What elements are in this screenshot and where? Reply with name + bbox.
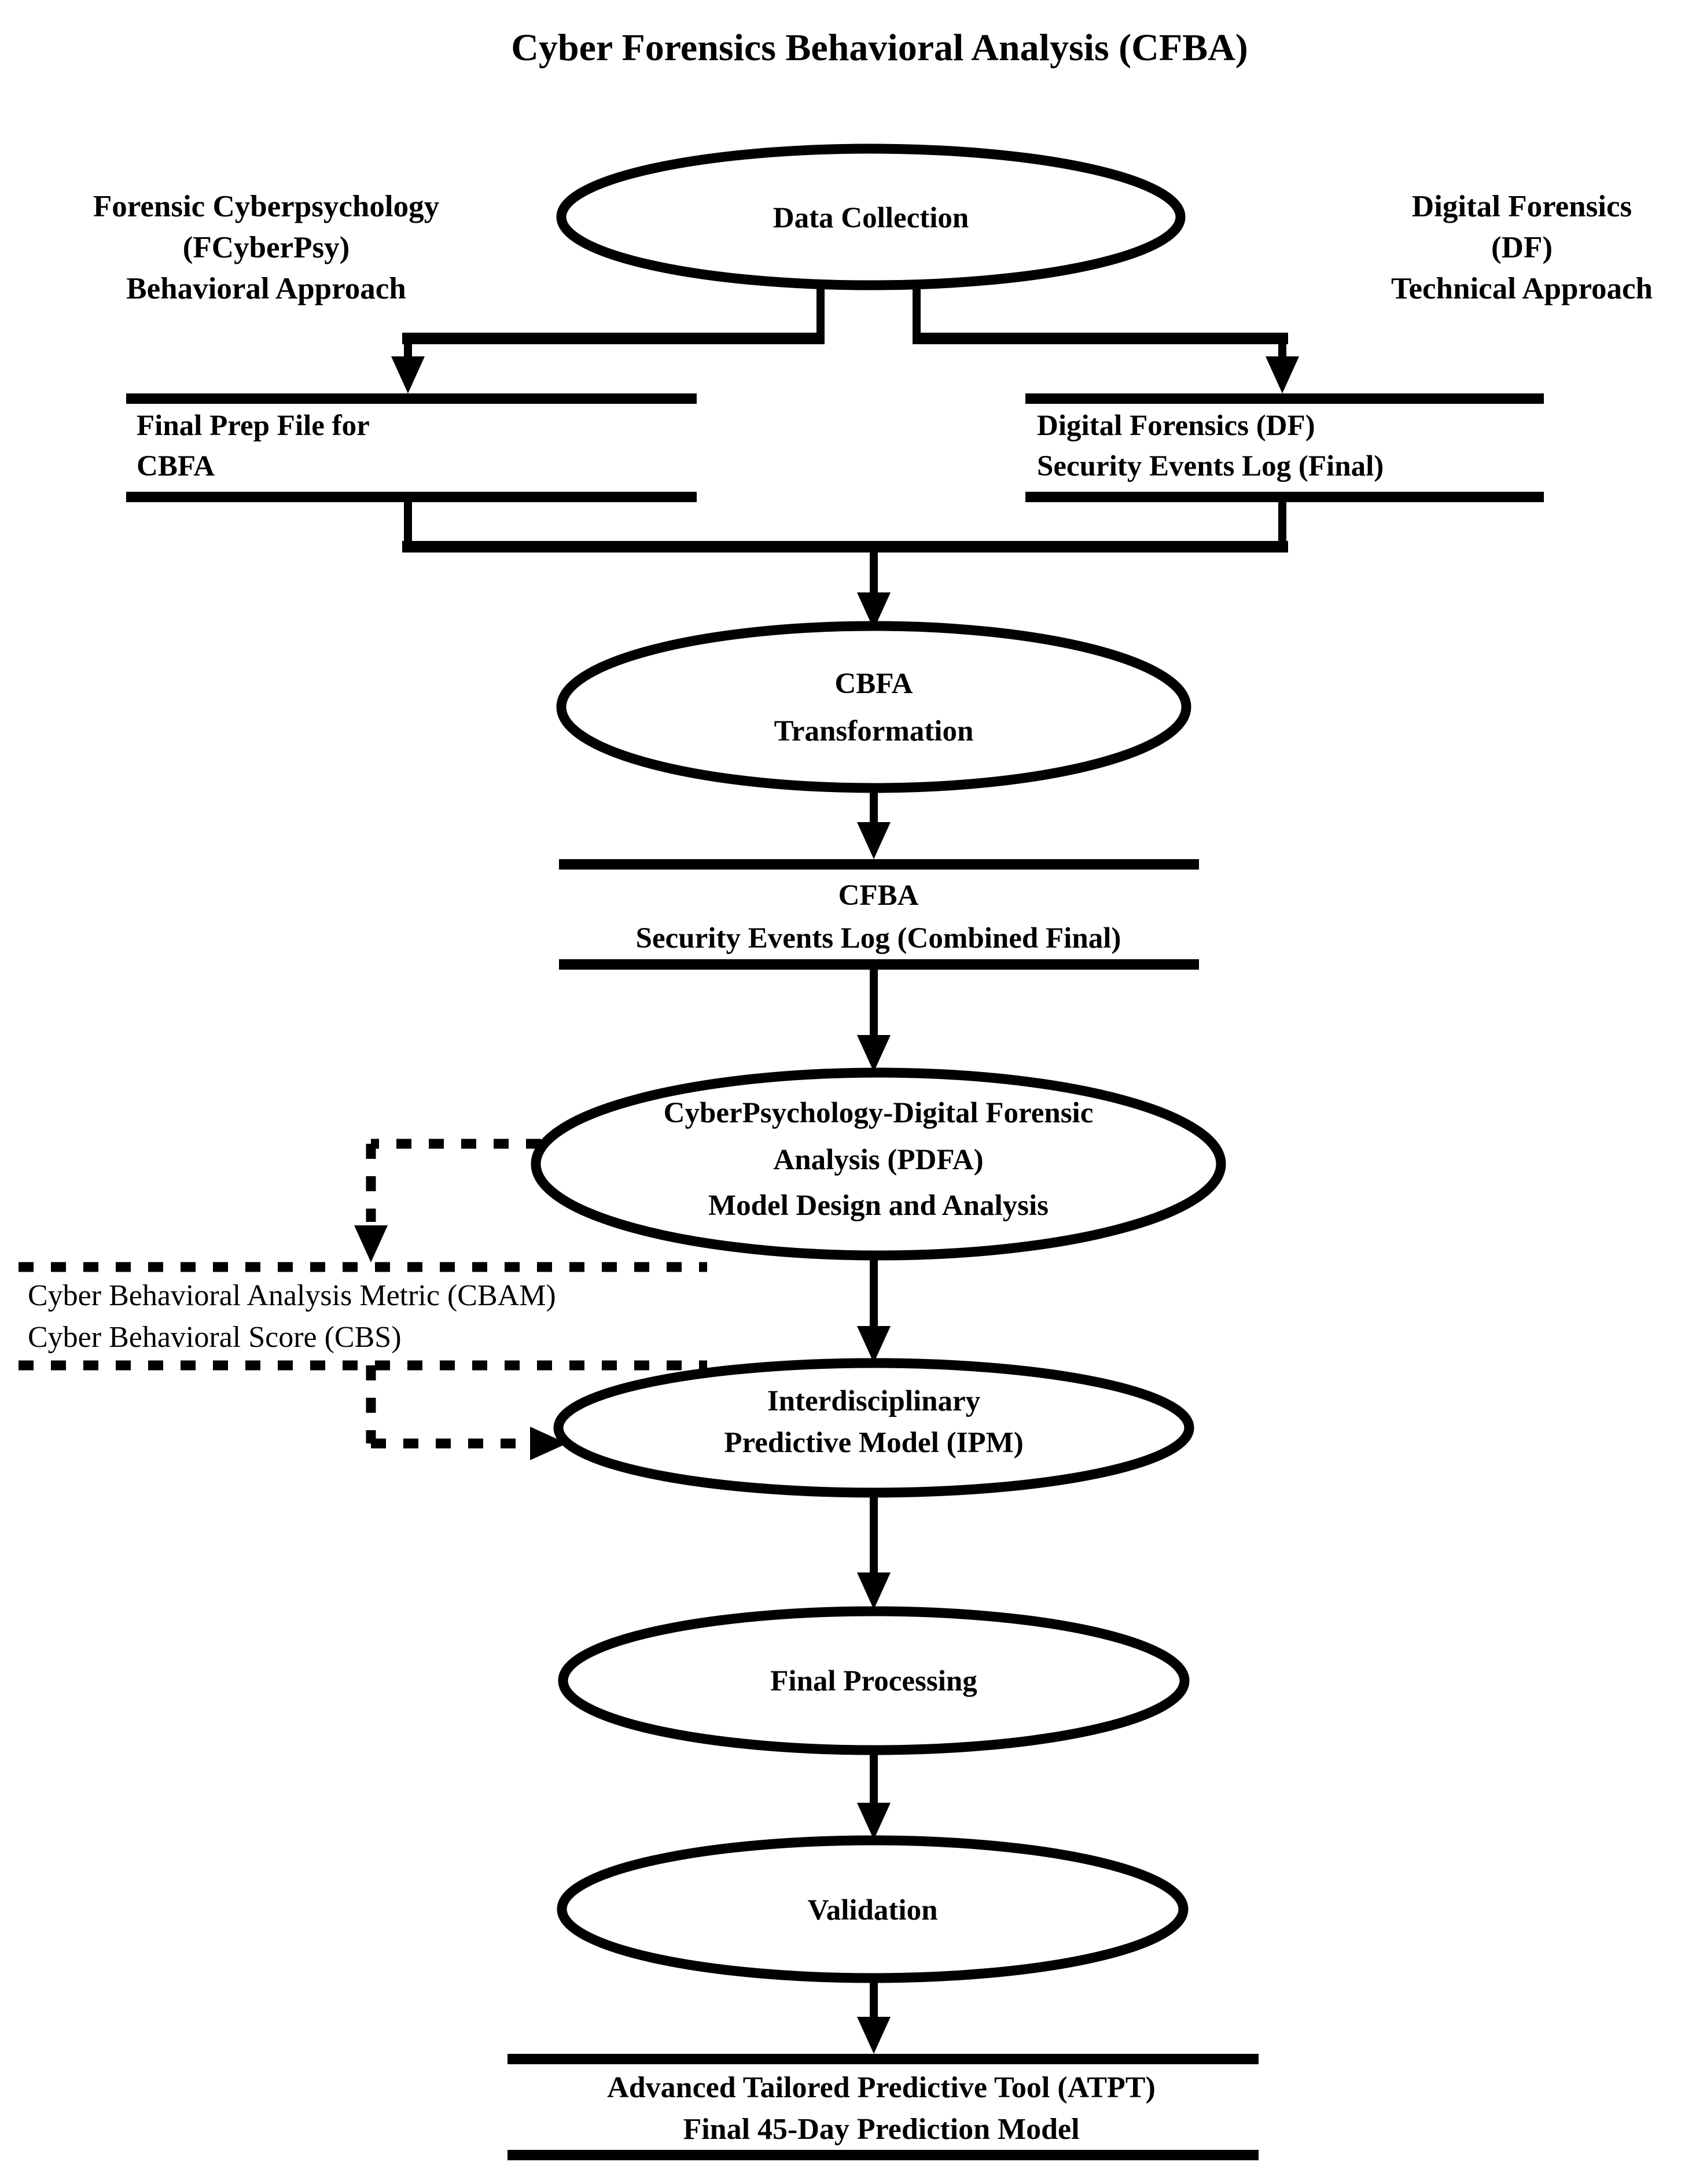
arrow-down-icon [354,1225,388,1262]
node-df-security-events-log-label: Digital Forensics (DF) Security Events L… [1037,410,1384,483]
pdfa-line: Model Design and Analysis [708,1189,1049,1222]
arrow-down-icon [857,1803,891,1840]
atpt-top-bar [507,2054,1259,2064]
annotation-forensic-cyberpsychology: Forensic Cyberpsychology (FCyberPsy) Beh… [93,190,439,305]
arrow-down-icon [857,592,891,629]
df-log-bottom-bar [1025,492,1544,502]
connector-cbfa-transformation-to-log [857,786,891,859]
cfba-log-bottom-bar [559,959,1199,970]
final-prep-file-line: Final Prep File for [137,410,370,442]
pdfa-line: CyberPsychology-Digital Forensic [664,1097,1094,1129]
node-ipm-label: Interdisciplinary Predictive Model (IPM) [724,1385,1023,1459]
node-validation-label: Validation [808,1894,938,1927]
arrow-right-icon [530,1427,567,1460]
atpt-line: Advanced Tailored Predictive Tool (ATPT) [607,2071,1156,2104]
arrow-down-icon [1266,356,1299,393]
df-log-line: Security Events Log (Final) [1037,450,1384,483]
node-final-prep-file [126,393,697,502]
annotation-left-line: Behavioral Approach [126,272,406,305]
node-atpt-label: Advanced Tailored Predictive Tool (ATPT)… [607,2071,1156,2146]
df-log-line: Digital Forensics (DF) [1037,410,1315,442]
annotation-right-line: (DF) [1491,231,1553,264]
arrow-down-icon [857,2017,891,2054]
connector-data-collection-branch [391,283,1299,393]
annotation-left-line: Forensic Cyberpsychology [93,190,439,223]
annotation-right-line: Technical Approach [1391,272,1653,305]
dashed-connector-pdfa-to-cbam [354,1139,541,1262]
node-final-processing-label: Final Processing [770,1665,977,1697]
arrow-down-icon [857,1326,891,1363]
annotation-digital-forensics: Digital Forensics (DF) Technical Approac… [1391,190,1653,305]
node-df-security-events-log [1025,393,1544,502]
node-final-prep-file-label: Final Prep File for CBFA [137,410,370,483]
arrow-down-icon [391,356,425,393]
node-cbam-cbs-label: Cyber Behavioral Analysis Metric (CBAM) … [28,1279,556,1354]
cfba-log-top-bar [559,859,1199,870]
node-cbfa-transformation-ellipse [556,621,1191,793]
cbfa-transformation-line: CBFA [834,668,913,700]
pdfa-line: Analysis (PDFA) [773,1144,983,1176]
node-cfba-security-events-log-label: CFBA Security Events Log (Combined Final… [636,879,1121,955]
node-data-collection-label: Data Collection [773,202,969,234]
node-cbfa-transformation-label: CBFA Transformation [774,668,974,747]
ipm-line: Interdisciplinary [767,1385,980,1417]
node-pdfa-ellipse [531,1067,1226,1261]
node-validation-ellipse [557,1835,1189,1983]
cfba-log-line: CFBA [838,879,919,912]
arrow-down-icon [857,822,891,859]
node-atpt [507,2054,1259,2160]
node-pdfa-label: CyberPsychology-Digital Forensic Analysi… [664,1097,1094,1222]
node-final-processing-ellipse [558,1606,1190,1755]
node-ipm-ellipse [553,1358,1194,1498]
connector-final-processing-to-validation [857,1748,891,1840]
df-log-top-bar [1025,393,1544,404]
atpt-line: Final 45-Day Prediction Model [683,2113,1079,2146]
connector-validation-to-atpt [857,1976,891,2054]
connector-ipm-to-final-processing [857,1488,891,1610]
cbs-line: Cyber Behavioral Score (CBS) [28,1321,402,1354]
arrow-down-icon [857,1572,891,1610]
node-data-collection-ellipse [556,143,1186,290]
connector-log-to-pdfa [857,970,891,1072]
connector-pdfa-to-ipm [857,1251,891,1363]
atpt-bottom-bar [507,2150,1259,2160]
final-prep-file-bottom-bar [126,492,697,502]
cbam-line: Cyber Behavioral Analysis Metric (CBAM) [28,1279,556,1312]
ipm-line: Predictive Model (IPM) [724,1427,1023,1459]
cfba-log-line: Security Events Log (Combined Final) [636,922,1121,955]
arrow-down-icon [857,1035,891,1072]
final-prep-file-top-bar [126,393,697,404]
cbfa-transformation-line: Transformation [774,715,974,747]
node-cfba-security-events-log [559,859,1199,970]
annotation-left-line: (FCyberPsy) [183,231,350,264]
page-title: Cyber Forensics Behavioral Analysis (CFB… [511,27,1248,69]
dashed-connector-cbam-to-ipm [366,1365,567,1460]
connector-merge-to-cbfa-transformation [402,498,1288,629]
annotation-right-line: Digital Forensics [1412,190,1632,223]
final-prep-file-line: CBFA [137,450,215,483]
